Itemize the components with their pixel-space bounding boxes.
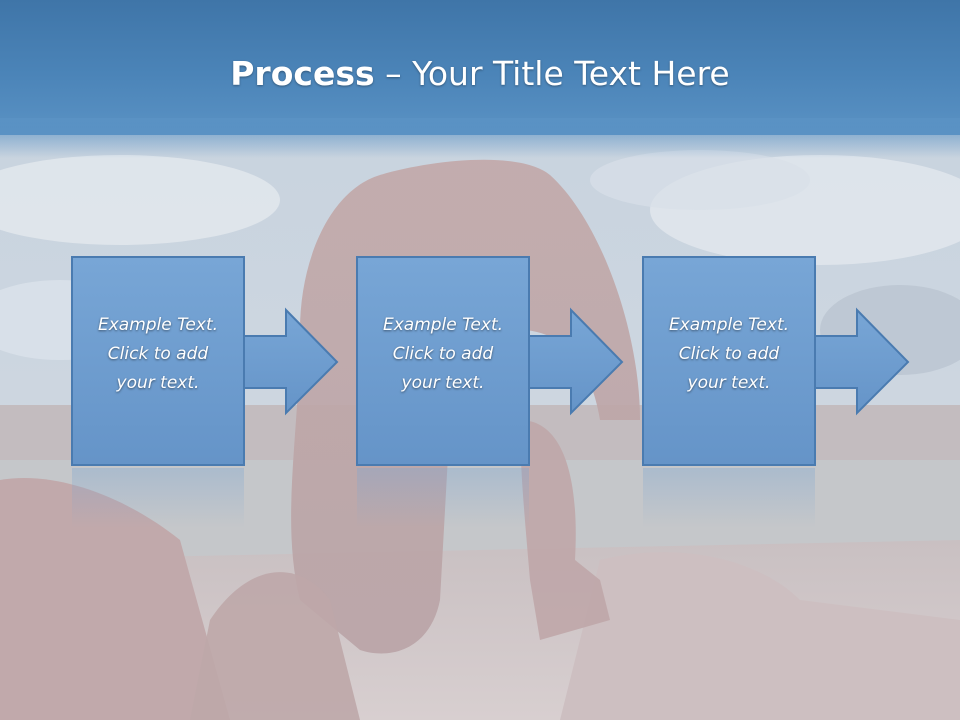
step-1-arrow xyxy=(243,307,339,416)
step-1-shape[interactable] xyxy=(71,256,339,466)
title-band xyxy=(0,0,960,135)
step-3-box xyxy=(642,256,816,466)
step-3-line-2: Click to add xyxy=(678,344,780,364)
step-3-text[interactable]: Example Text. Click to add your text. xyxy=(644,311,814,398)
step-3-arrow xyxy=(814,307,910,416)
step-1-line-1: Example Text. xyxy=(97,315,219,335)
step-2-line-3: your text. xyxy=(401,373,485,393)
step-2-arrow xyxy=(528,307,624,416)
step-2-box xyxy=(356,256,530,466)
title-band-fade xyxy=(0,118,960,158)
step-1-box xyxy=(71,256,245,466)
step-2-reflection xyxy=(357,468,529,528)
step-3-line-3: your text. xyxy=(687,373,771,393)
title-bold-text: Process xyxy=(230,54,375,93)
step-1-text[interactable]: Example Text. Click to add your text. xyxy=(73,311,243,398)
step-3-line-1: Example Text. xyxy=(668,315,790,335)
step-2-text[interactable]: Example Text. Click to add your text. xyxy=(358,311,528,398)
step-3-shape[interactable] xyxy=(642,256,910,466)
step-3-reflection xyxy=(643,468,815,528)
step-2-line-2: Click to add xyxy=(392,344,494,364)
step-1-reflection xyxy=(72,468,244,528)
title-rest-text: – Your Title Text Here xyxy=(374,54,730,93)
step-1-line-2: Click to add xyxy=(107,344,209,364)
slide-title[interactable]: Process – Your Title Text Here xyxy=(0,52,960,96)
step-2-shape[interactable] xyxy=(356,256,624,466)
step-1-line-3: your text. xyxy=(116,373,200,393)
step-2-line-1: Example Text. xyxy=(382,315,504,335)
